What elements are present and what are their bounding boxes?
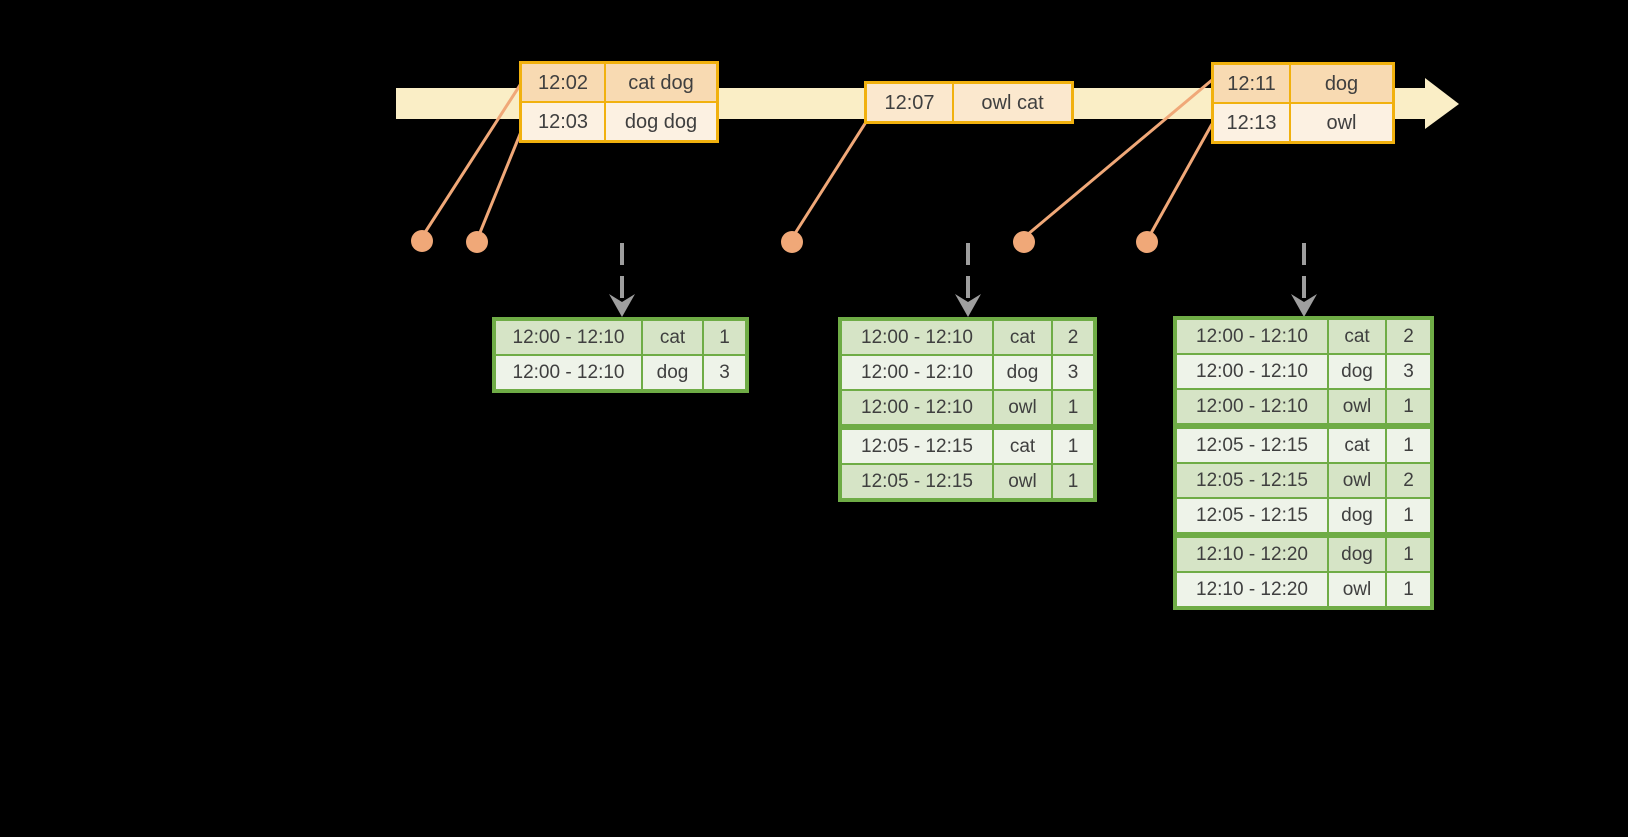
result-cell-count: 1 bbox=[1053, 391, 1093, 424]
result-cell-count: 2 bbox=[1387, 320, 1430, 353]
result-cell-count: 2 bbox=[1387, 464, 1430, 497]
event-connector-line bbox=[792, 121, 868, 236]
result-cell-window: 12:05 - 12:15 bbox=[1177, 464, 1327, 497]
trigger-arrow bbox=[955, 243, 981, 317]
result-cell-window: 12:00 - 12:10 bbox=[842, 321, 992, 354]
result-cell-count: 1 bbox=[1053, 430, 1093, 463]
event-cell-time: 12:03 bbox=[522, 103, 604, 140]
timeline-arrowhead-icon bbox=[1425, 78, 1459, 129]
event-connector-line bbox=[1148, 123, 1214, 236]
result-cell-word: dog bbox=[994, 356, 1051, 389]
result-cell-window: 12:05 - 12:15 bbox=[1177, 499, 1327, 532]
result-cell-word: owl bbox=[994, 391, 1051, 424]
result-cell-word: owl bbox=[1329, 573, 1385, 606]
result-cell-count: 1 bbox=[1053, 465, 1093, 498]
result-cell-word: owl bbox=[1329, 390, 1385, 423]
trigger-arrow bbox=[1291, 243, 1317, 317]
result-cell-count: 3 bbox=[704, 356, 745, 389]
result-cell-count: 1 bbox=[704, 321, 745, 354]
result-cell-count: 1 bbox=[1387, 429, 1430, 462]
event-cell-time: 12:02 bbox=[522, 64, 604, 101]
event-time-dot bbox=[466, 231, 488, 253]
result-cell-count: 1 bbox=[1387, 499, 1430, 532]
event-time-dot bbox=[1136, 231, 1158, 253]
result-cell-window: 12:00 - 12:10 bbox=[1177, 355, 1327, 388]
result-cell-window: 12:00 - 12:10 bbox=[842, 391, 992, 424]
event-cell-words: dog bbox=[1291, 65, 1392, 102]
result-cell-word: cat bbox=[1329, 320, 1385, 353]
result-cell-word: owl bbox=[994, 465, 1051, 498]
result-cell-count: 1 bbox=[1387, 573, 1430, 606]
event-cell-words: cat dog bbox=[606, 64, 716, 101]
event-cell-words: dog dog bbox=[606, 103, 716, 140]
trigger-arrow bbox=[609, 243, 635, 317]
result-cell-count: 3 bbox=[1387, 355, 1430, 388]
result-cell-word: dog bbox=[643, 356, 702, 389]
result-cell-window: 12:10 - 12:20 bbox=[1177, 538, 1327, 571]
event-time-dot bbox=[781, 231, 803, 253]
event-time-dot bbox=[411, 230, 433, 252]
result-cell-word: cat bbox=[994, 430, 1051, 463]
result-cell-word: dog bbox=[1329, 355, 1385, 388]
result-cell-word: cat bbox=[643, 321, 702, 354]
result-cell-window: 12:05 - 12:15 bbox=[842, 430, 992, 463]
result-cell-window: 12:05 - 12:15 bbox=[842, 465, 992, 498]
result-cell-word: owl bbox=[1329, 464, 1385, 497]
result-cell-count: 1 bbox=[1387, 390, 1430, 423]
result-cell-window: 12:00 - 12:10 bbox=[1177, 390, 1327, 423]
event-connector-line bbox=[477, 121, 527, 236]
event-connector-line bbox=[422, 81, 524, 235]
result-cell-window: 12:00 - 12:10 bbox=[496, 356, 641, 389]
result-cell-word: dog bbox=[1329, 499, 1385, 532]
event-cell-time: 12:11 bbox=[1214, 65, 1289, 102]
result-cell-count: 1 bbox=[1387, 538, 1430, 571]
event-cell-time: 12:13 bbox=[1214, 104, 1289, 141]
result-cell-window: 12:05 - 12:15 bbox=[1177, 429, 1327, 462]
result-cell-window: 12:00 - 12:10 bbox=[842, 356, 992, 389]
result-cell-word: cat bbox=[1329, 429, 1385, 462]
result-cell-word: cat bbox=[994, 321, 1051, 354]
event-cell-time: 12:07 bbox=[867, 84, 952, 121]
event-cell-words: owl cat bbox=[954, 84, 1071, 121]
result-cell-window: 12:00 - 12:10 bbox=[496, 321, 641, 354]
event-time-dot bbox=[1013, 231, 1035, 253]
event-cell-words: owl bbox=[1291, 104, 1392, 141]
event-connector-line bbox=[1026, 78, 1213, 237]
result-cell-count: 2 bbox=[1053, 321, 1093, 354]
result-cell-word: dog bbox=[1329, 538, 1385, 571]
result-cell-window: 12:00 - 12:10 bbox=[1177, 320, 1327, 353]
result-cell-count: 3 bbox=[1053, 356, 1093, 389]
result-cell-window: 12:10 - 12:20 bbox=[1177, 573, 1327, 606]
